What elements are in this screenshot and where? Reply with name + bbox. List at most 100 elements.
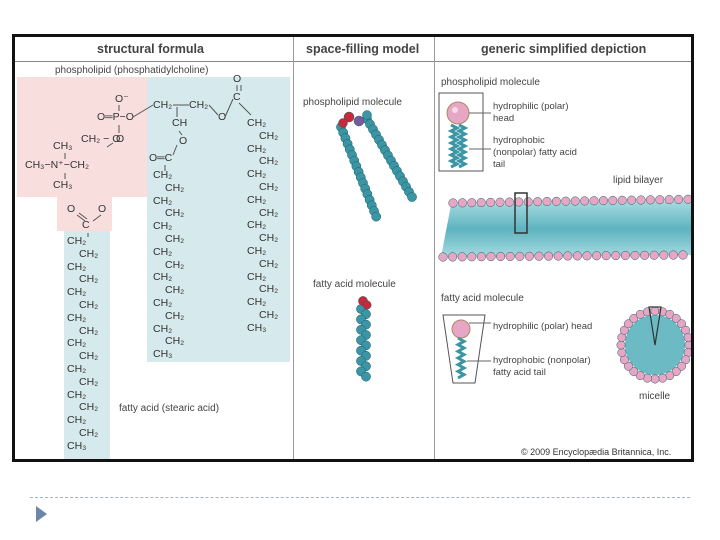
micelle	[616, 306, 691, 384]
phospholipid-tail-region	[147, 77, 290, 362]
ch2-group: CH₂	[153, 297, 173, 309]
ch2-group: CH₂	[79, 427, 99, 439]
ch3-group: CH₃	[247, 321, 267, 334]
slide-divider	[30, 497, 690, 498]
ch2-group: CH₂	[165, 258, 185, 271]
glycerol-ch: CH	[172, 117, 188, 129]
lipid-bilayer-label: lipid bilayer	[613, 175, 664, 186]
ch2-group: CH₂	[165, 233, 185, 245]
space-filling-fatty-acid-label: fatty acid molecule	[313, 279, 396, 290]
ch2-group: CH₂	[247, 193, 267, 206]
column-divider-2	[434, 37, 435, 459]
ch2-group: CH₂	[79, 324, 99, 337]
ch2-group: CH₂	[79, 299, 99, 311]
ch2-group: CH₂	[259, 232, 279, 245]
ch2-group: CH₂	[67, 388, 87, 401]
phosphate-group: O═P−O	[97, 111, 134, 123]
carbonyl-c: C	[233, 91, 241, 103]
ch2-group: CH₂	[79, 350, 99, 363]
generic-phospholipid-label: phospholipid molecule	[441, 77, 540, 88]
ch2-group: CH₂	[247, 245, 267, 257]
ester-o-right: O	[218, 111, 227, 123]
ch2-group: CH₂	[247, 296, 267, 309]
ch2-group: CH₂	[259, 155, 279, 168]
phospholipid-head-region	[17, 77, 147, 197]
ch2-group: CH₂	[247, 142, 267, 155]
ch2-group: CH₂	[67, 337, 87, 350]
ch2-group: CH₂	[165, 335, 185, 348]
ch3-group: CH₃	[153, 348, 173, 361]
ch2-group: CH₂	[153, 169, 173, 181]
ch2-group: CH₂	[247, 219, 267, 232]
choline-ch3-bottom: CH₃	[53, 179, 73, 191]
fatty-acid-title: fatty acid (stearic acid)	[119, 403, 220, 414]
ch2-group: CH₂	[247, 168, 267, 181]
fatty-acid-symbol	[442, 314, 491, 384]
ch3-group: CH₃	[67, 439, 87, 452]
ch2-group: CH₂	[153, 194, 173, 207]
phospholipid-symbol	[438, 92, 491, 172]
header-structural-formula: structural formula	[97, 42, 204, 56]
figure-frame: structural formula space-filling model g…	[12, 34, 694, 462]
ch2-group: CH₂	[153, 322, 173, 335]
fatty-acid-c: C	[82, 219, 90, 231]
ch2-group: CH₂	[67, 260, 87, 273]
micelle-label: micelle	[639, 391, 671, 402]
ch2-group: CH₂	[153, 220, 173, 233]
generic-hydrophilic-label: hydrophilic (polar) head	[493, 101, 569, 124]
ch2-group: CH₂	[67, 363, 87, 375]
lipid-bilayer	[438, 192, 691, 262]
structural-bonds	[64, 85, 252, 237]
generic-hydrophobic-label: hydrophobic (nonpolar) fatty acid tail	[493, 135, 577, 170]
ch2-group: CH₂	[67, 311, 87, 324]
space-filling-phospholipid-model	[336, 110, 417, 222]
ch2-group: CH₂	[259, 129, 279, 142]
generic-fatty-acid-label: fatty acid molecule	[441, 293, 524, 304]
ch2-group: CH₂	[79, 375, 99, 388]
space-filling-fatty-acid-model	[356, 296, 372, 382]
ch2-group: CH₂	[259, 309, 279, 321]
glycerol-ch2-a: CH₂	[153, 99, 173, 111]
carbonyl-oc: O═C	[149, 152, 173, 164]
ch2-group: CH₂	[153, 245, 173, 258]
glycerol-ch2-b: CH₂	[189, 99, 209, 111]
ch2-group: CH₂	[259, 206, 279, 219]
choline-nitrogen: CH₃−N⁺−CH₂	[25, 159, 90, 171]
header-space-filling-model: space-filling model	[306, 42, 420, 56]
carbonyl-o: O	[233, 73, 242, 85]
ch2-group: CH₂	[67, 286, 87, 299]
ch2-group: CH₂	[165, 181, 185, 194]
fatty-acid-tail-region	[64, 231, 110, 459]
header-rule	[15, 61, 691, 62]
ch2-group: CH₂	[247, 117, 267, 129]
slide-bullet	[36, 506, 47, 522]
ester-o-left: O	[179, 135, 188, 147]
ch2-group: CH₂	[79, 273, 99, 286]
choline-ch3-top: CH₃	[53, 140, 73, 152]
ch2-group: CH₂	[79, 401, 99, 414]
column-divider-1	[293, 37, 294, 459]
ch2-group: CH₂	[79, 247, 99, 260]
ch2-group: CH₂	[259, 257, 279, 270]
ch2-group: CH₂	[259, 181, 279, 193]
choline-ch2-o: CH₂ − O	[81, 133, 121, 145]
phosphate-o-bottom: O	[116, 133, 125, 145]
space-filling-phospholipid-label: phospholipid molecule	[303, 97, 402, 108]
ch2-group: CH₂	[67, 235, 87, 247]
phospholipid-title: phospholipid (phosphatidylcholine)	[55, 65, 209, 76]
generic-hydrophilic-label-2: hydrophilic (polar) head	[493, 321, 593, 332]
generic-hydrophobic-label-2: hydrophobic (nonpolar) fatty acid tail	[493, 355, 591, 378]
ch2-group: CH₂	[165, 309, 185, 322]
fatty-acid-o-right: O	[98, 203, 107, 215]
ch2-group: CH₂	[259, 283, 279, 296]
ch2-group: CH₂	[247, 270, 267, 283]
header-generic-depiction: generic simplified depiction	[481, 42, 647, 56]
ch2-group: CH₂	[153, 271, 173, 284]
ch2-group: CH₂	[165, 284, 185, 297]
fatty-acid-o-left: O	[67, 203, 76, 215]
fatty-acid-head-region	[57, 197, 112, 231]
ch2-group: CH₂	[67, 414, 87, 427]
ch2-group: CH₂	[165, 207, 185, 220]
phosphate-o-minus: O⁻	[115, 93, 129, 105]
copyright-notice: © 2009 Encyclopædia Britannica, Inc.	[521, 447, 672, 457]
